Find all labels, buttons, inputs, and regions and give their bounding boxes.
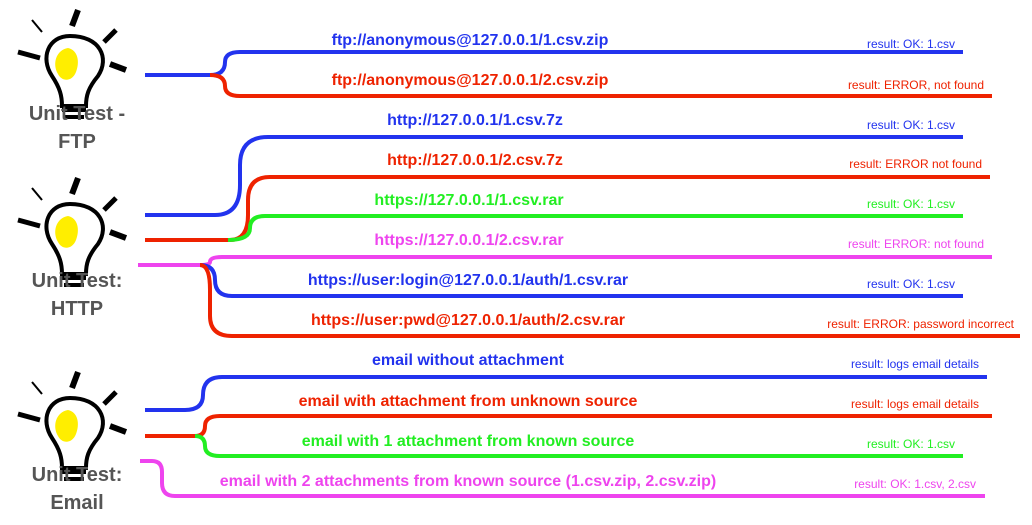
branch-label: https://127.0.0.1/1.csv.rar [374,192,563,209]
connector-line [209,73,992,98]
branch-label: ftp://anonymous@127.0.0.1/2.csv.zip [332,72,609,89]
branch-label: ftp://anonymous@127.0.0.1/1.csv.zip [332,32,609,49]
group-title-line2: FTP [58,131,96,153]
result-label: result: OK: 1.csv [867,277,955,291]
group-http: Unit Test: HTTP http://127.0.0.1/1.csv.7… [17,112,1020,338]
group-title-line1: Unit Test: [32,270,123,292]
connector-line [145,175,990,242]
result-label: result: ERROR not found [849,157,982,171]
group-email: Unit Test: Email email without attachmen… [17,352,992,514]
group-title-line1: Unit Test: [32,464,123,486]
result-label: result: logs email details [851,357,979,371]
group-title-line2: HTTP [51,298,103,320]
result-label: result: logs email details [851,397,979,411]
result-label: result: ERROR, not found [848,78,984,92]
branch-label: email with 2 attachments from known sour… [220,473,716,490]
result-label: result: OK: 1.csv [867,37,955,51]
result-label: result: ERROR: password incorrect [827,317,1014,331]
connector-line [227,214,963,242]
connector-line [199,263,963,298]
result-label: result: ERROR: not found [848,237,984,251]
result-label: result: OK: 1.csv [867,197,955,211]
connector-line [138,255,992,267]
group-ftp: Unit Test - FTP ftp://anonymous@127.0.0.… [17,8,992,153]
result-label: result: OK: 1.csv [867,118,955,132]
connector-line [194,434,963,458]
connector-line [145,375,987,412]
branch-label: https://user:pwd@127.0.0.1/auth/2.csv.ra… [311,312,625,329]
branch-label: https://user:login@127.0.0.1/auth/1.csv.… [308,272,628,289]
branch-label: email with 1 attachment from known sourc… [302,433,635,450]
connector-line [199,263,1020,338]
light-bulb-icon [17,370,128,481]
light-bulb-icon [17,8,128,119]
group-title-line2: Email [50,492,103,514]
result-label: result: OK: 1.csv [867,437,955,451]
branch-label: http://127.0.0.1/2.csv.7z [387,152,563,169]
branch-label: https://127.0.0.1/2.csv.rar [374,232,563,249]
branch-label: email with attachment from unknown sourc… [299,393,638,410]
light-bulb-icon [17,176,128,287]
branch-label: http://127.0.0.1/1.csv.7z [387,112,563,129]
result-label: result: OK: 1.csv, 2.csv [854,477,976,491]
connector-line [140,459,985,498]
branch-label: email without attachment [372,352,565,369]
connector-line [145,135,963,217]
group-title-line1: Unit Test - [29,103,125,125]
